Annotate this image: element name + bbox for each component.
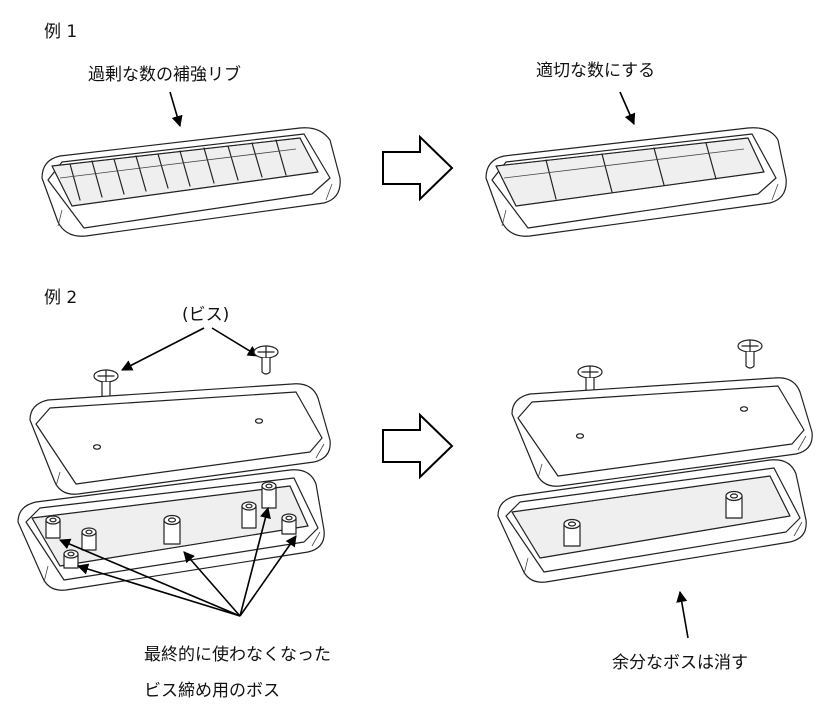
example-2-heading: 例 2	[44, 288, 77, 308]
tray-appropriate-ribs	[485, 127, 787, 237]
boss-left-3	[163, 514, 181, 545]
boss-left-4	[241, 501, 257, 529]
unused-boss-label-line2: ビス締め用のボス	[144, 681, 280, 701]
boss-right-1	[563, 518, 581, 547]
screw-label: (ビス)	[182, 305, 229, 325]
boss-left-6	[281, 513, 297, 535]
lid-left	[29, 383, 331, 495]
appropriate-ribs-label: 適切な数にする	[536, 61, 655, 81]
screw-left-2	[253, 345, 279, 375]
unused-boss-pointers	[58, 506, 297, 617]
boss-right-2	[725, 490, 743, 519]
remove-boss-pointer	[676, 590, 689, 639]
boss-left-1	[45, 515, 61, 539]
boss-left-2	[81, 527, 97, 551]
boss-left-7	[63, 549, 79, 569]
example-1-heading: 例 1	[44, 22, 77, 42]
screw-pointer-right	[211, 327, 259, 357]
screw-pointer-left	[121, 327, 205, 371]
screw-right-2	[737, 339, 763, 369]
transform-arrow-2	[382, 412, 454, 480]
appropriate-ribs-pointer	[619, 91, 636, 126]
excess-ribs-label: 過剰な数の補強リブ	[88, 64, 241, 85]
remove-boss-label: 余分なボスは消す	[612, 653, 748, 673]
excess-ribs-pointer	[169, 91, 183, 128]
base-right	[497, 459, 807, 583]
boss-left-5	[261, 481, 277, 509]
tray-excess-ribs	[41, 127, 341, 237]
transform-arrow-1	[382, 134, 454, 202]
unused-boss-label-line1: 最終的に使わなくなった	[144, 644, 331, 665]
lid-right	[511, 377, 813, 487]
